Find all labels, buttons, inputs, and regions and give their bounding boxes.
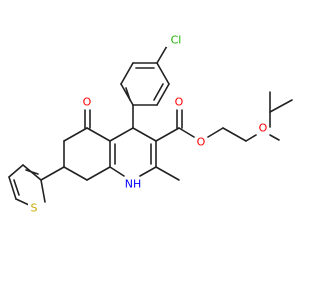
nh-label: NH xyxy=(125,178,142,191)
chlorine-label: Cl xyxy=(171,34,182,47)
ester-carbonyl-oxygen-label: O xyxy=(175,96,184,109)
ester-oxygen-label: O xyxy=(197,136,206,149)
sulfur-label: S xyxy=(31,202,38,215)
bond-lines xyxy=(8,45,293,206)
ketone-oxygen-label: O xyxy=(83,96,92,109)
molecule-structure: Cl O O O O NH S xyxy=(8,33,293,215)
atom-labels: Cl O O O O NH S xyxy=(28,33,269,215)
ether-oxygen-label: O xyxy=(259,122,268,135)
